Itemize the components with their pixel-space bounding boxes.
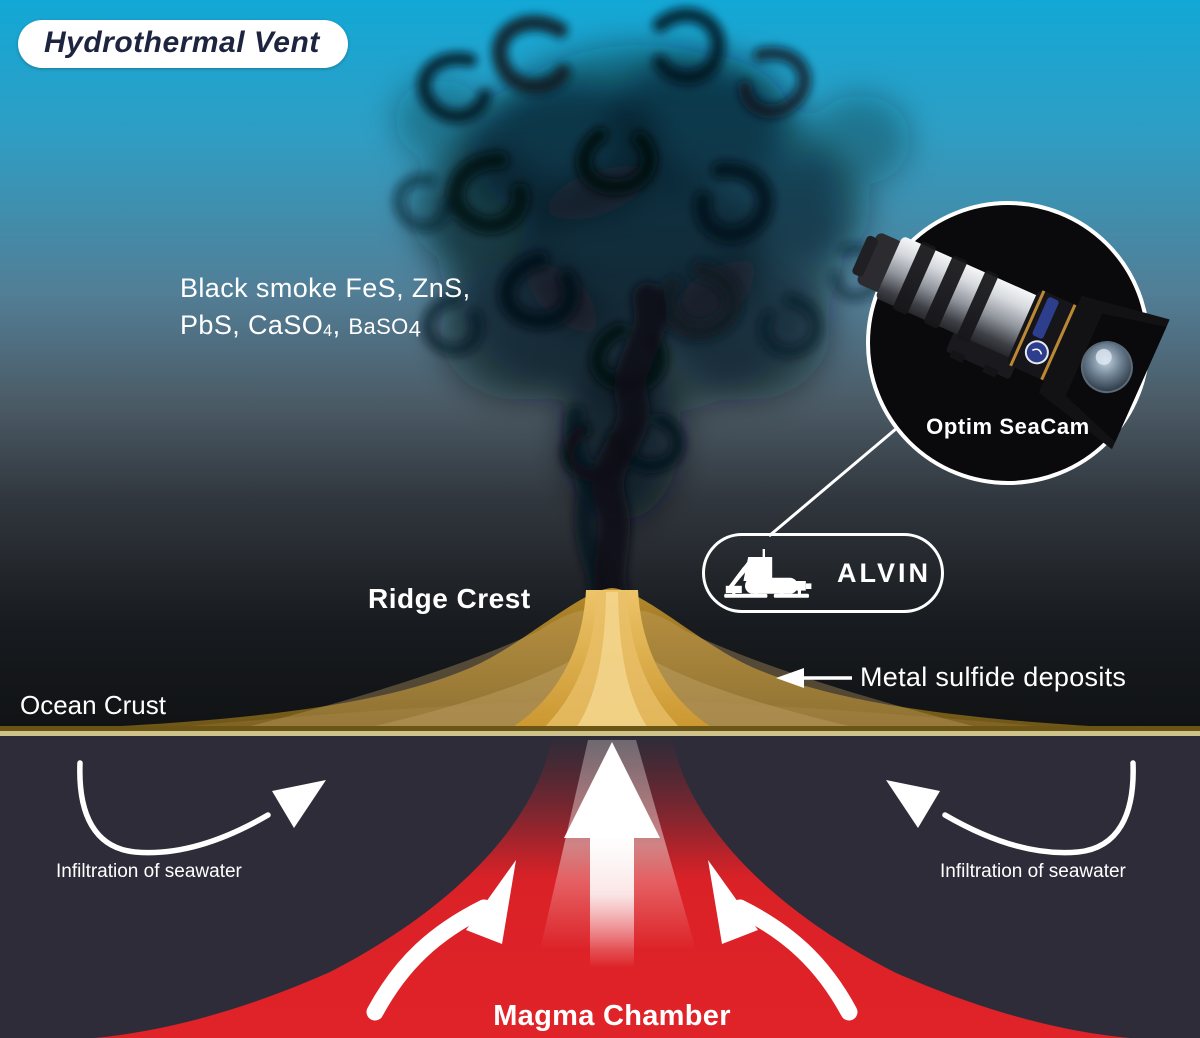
crust-line [0,731,1200,736]
left-arrow-icon [776,668,852,688]
connector-line [768,426,898,538]
ocean-crust-label: Ocean Crust [20,690,166,720]
magma-chamber-label: Magma Chamber [493,1000,731,1032]
camera-inset [852,201,1170,485]
black-smoke-line2: PbS, CaSO [180,310,324,340]
camera-product-label: Optim SeaCam [926,414,1090,439]
metal-sulfide-label: Metal sulfide deposits [860,662,1127,692]
alvin-callout: ALVIN [702,533,944,613]
ridge-crest-label: Ridge Crest [368,583,531,614]
infiltration-left-label: Infiltration of seawater [56,861,242,882]
curved-arrow-magma-right [708,860,858,1021]
black-smoke-label: Black smoke FeS, ZnS, PbS, CaSO4, BaSO4 [180,273,471,342]
submarine-icon [724,549,812,598]
smoke-plume-icon [392,7,910,608]
title-badge: Hydrothermal Vent [18,20,348,68]
alvin-label: ALVIN [837,557,931,588]
curved-arrow-magma-left [366,860,516,1021]
up-arrow-icon [564,742,660,966]
crust-line-dark [0,726,1200,731]
infiltration-right-label: Infiltration of seawater [940,861,1126,882]
curved-arrow-seawater-right [886,760,1136,856]
page-title: Hydrothermal Vent [44,26,320,59]
black-smoke-line1: Black smoke FeS, ZnS, [180,273,471,303]
underwater-camera-icon [852,233,1170,450]
curved-arrow-seawater-left [77,760,326,856]
